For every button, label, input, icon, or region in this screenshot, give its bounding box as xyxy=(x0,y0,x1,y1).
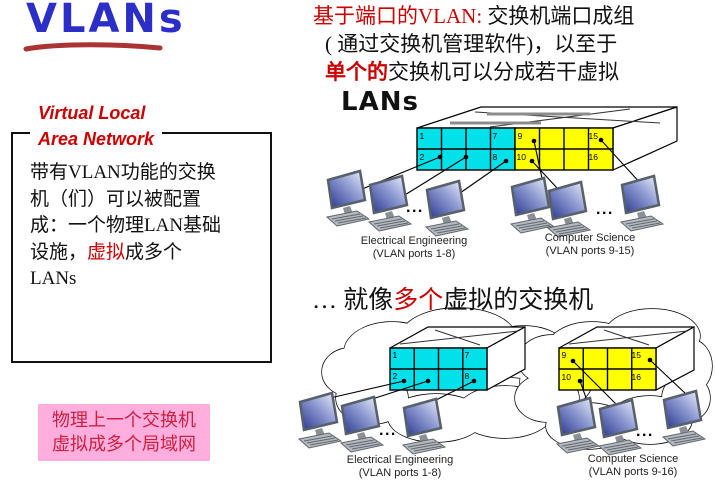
definition-box xyxy=(11,132,272,363)
definition-line: 成：一个物理LAN基础 xyxy=(30,215,222,236)
definition-line: 机（们）可以被配置 xyxy=(30,188,202,210)
vln-heading-line2: Area Network xyxy=(38,129,155,149)
top-switch-diagram: 1 7 9 15 2 8 10 16 xyxy=(325,106,678,239)
intro-line3: 单个的交换机可以分成若干虚拟 xyxy=(313,58,715,86)
group-name: Computer Science xyxy=(587,453,679,465)
title-underline xyxy=(23,42,163,52)
definition-line: 设施，虚拟成多个 xyxy=(30,240,270,267)
computer-icon xyxy=(325,169,371,228)
definition-line: LANs xyxy=(30,268,77,289)
virtual-switch-vlan1: 1 7 2 8 xyxy=(329,325,526,404)
vln-heading: Virtual Local Area Network xyxy=(30,100,163,154)
caption-segment: 就像 xyxy=(343,287,394,314)
port-label: 2 xyxy=(393,371,398,381)
port-numbers: 1 7 9 15 2 8 10 16 xyxy=(420,131,599,162)
computer-icon xyxy=(546,180,592,239)
intro-line1: 基于端口的VLAN: 交换机端口成组 xyxy=(313,2,715,30)
pink-note: 物理上一个交换机 虚拟成多个局域网 xyxy=(38,404,210,461)
group-name: Electrical Engineering xyxy=(346,454,454,466)
port-label: 9 xyxy=(562,350,567,360)
definition-text: 带有VLAN功能的交换 机（们）可以被配置 成：一个物理LAN基础 设施，虚拟成… xyxy=(30,160,270,293)
port-label: 8 xyxy=(465,371,470,381)
vln-heading-line1: Virtual Local xyxy=(38,103,146,123)
definition-segment-red: 虚拟 xyxy=(87,241,126,263)
port-label: 16 xyxy=(589,152,599,162)
port-label: 9 xyxy=(518,131,523,141)
group-ports: (VLAN ports 9-15) xyxy=(545,244,635,257)
port-label: 10 xyxy=(517,152,527,162)
intro-segment: 交换机可以分成若干虚拟 xyxy=(388,60,619,84)
more-hosts-ellipsis: ... xyxy=(596,201,614,218)
pink-note-line2: 虚拟成多个局域网 xyxy=(52,434,196,454)
port-label: 8 xyxy=(493,152,498,162)
top-face-vents xyxy=(450,112,590,125)
bottom-vlan1-label: Electrical Engineering (VLAN ports 1-8) xyxy=(320,454,480,479)
port-label: 15 xyxy=(589,131,599,141)
more-hosts-ellipsis: ... xyxy=(379,422,397,439)
bottom-vlan2-label: Computer Science (VLAN ports 9-16) xyxy=(552,453,714,478)
computer-icon xyxy=(509,176,555,235)
intro-line2: ( 通过交换机管理软件)，以至于 xyxy=(325,32,618,56)
top-vlan1-label: Electrical Engineering (VLAN ports 1-8) xyxy=(334,235,494,260)
virtual-switches-caption: … 就像多个虚拟的交换机 xyxy=(312,280,593,316)
computer-icon xyxy=(297,391,343,450)
intro-text: 基于端口的VLAN: 交换机端口成组 ( 通过交换机管理软件)，以至于 单个的交… xyxy=(313,2,715,118)
intro-red-emphasis: 单个的 xyxy=(325,60,388,84)
intro-red-lead: 基于端口的VLAN: xyxy=(313,4,483,28)
computer-icon xyxy=(367,174,413,233)
virtual-switch-vlan2: 9 15 10 16 xyxy=(558,325,695,410)
group-ports: (VLAN ports 9-16) xyxy=(588,465,678,478)
port-label: 2 xyxy=(420,152,425,162)
computer-icon xyxy=(424,179,470,238)
caption-ellipsis: … xyxy=(312,287,337,314)
definition-line: 带有VLAN功能的交换 xyxy=(30,162,216,183)
group-name: Computer Science xyxy=(544,232,636,244)
port-label: 15 xyxy=(632,350,642,360)
computer-icon xyxy=(619,174,665,233)
port-label: 1 xyxy=(420,131,425,141)
group-name: Electrical Engineering xyxy=(360,235,468,247)
port-label: 7 xyxy=(493,131,498,141)
port-grid-lines xyxy=(417,128,613,170)
port-label: 16 xyxy=(632,372,642,382)
port-label: 10 xyxy=(562,372,572,382)
port-label: 1 xyxy=(393,350,398,360)
caption-red: 多个 xyxy=(393,287,444,314)
definition-segment: 设施， xyxy=(30,241,88,263)
bottom-diagram: 1 7 2 8 xyxy=(297,307,713,457)
page-title: VLANs xyxy=(26,0,186,42)
more-hosts-ellipsis: ... xyxy=(636,423,654,440)
group-ports: (VLAN ports 1-8) xyxy=(358,466,442,479)
definition-segment: 成多个 xyxy=(125,241,183,263)
port-label: 7 xyxy=(465,350,470,360)
group-ports: (VLAN ports 1-8) xyxy=(372,247,456,260)
top-vlan2-label: Computer Science (VLAN ports 9-15) xyxy=(510,232,670,257)
more-hosts-ellipsis: ... xyxy=(406,199,424,216)
pink-note-line1: 物理上一个交换机 xyxy=(52,410,196,430)
intro-line4: LANs xyxy=(341,87,419,117)
caption-segment: 虚拟的交换机 xyxy=(443,287,594,314)
intro-segment: 交换机端口成组 xyxy=(482,4,635,28)
